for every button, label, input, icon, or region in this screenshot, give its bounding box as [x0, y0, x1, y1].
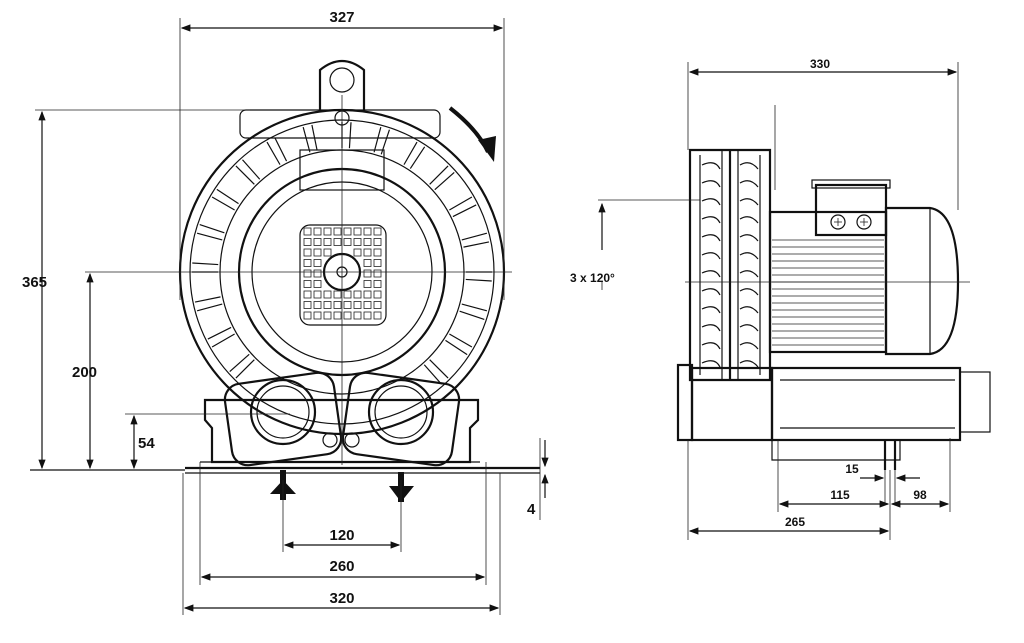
- dim-port-spacing: 120: [329, 527, 354, 544]
- dim-overall-height: 365: [22, 274, 47, 291]
- side-view: 330 3 x 120° 15 115 98 265: [570, 57, 991, 540]
- dim-overall-width: 327: [329, 9, 354, 26]
- dim-bolt-pattern: 3 x 120°: [570, 271, 615, 285]
- front-view: 327 365 200 54 4 120 260 320: [22, 9, 549, 615]
- dim-115: 115: [830, 488, 850, 502]
- dim-base-width: 320: [329, 590, 354, 607]
- dim-base-thickness: 4: [527, 501, 536, 518]
- dim-axis-height: 200: [72, 364, 97, 381]
- dim-flange-height: 54: [138, 435, 155, 452]
- dim-98: 98: [913, 488, 927, 502]
- dim-265: 265: [785, 515, 805, 529]
- dim-15: 15: [845, 462, 859, 476]
- dim-overall-length: 330: [810, 57, 830, 71]
- dim-foot-hole-spacing: 260: [329, 558, 354, 575]
